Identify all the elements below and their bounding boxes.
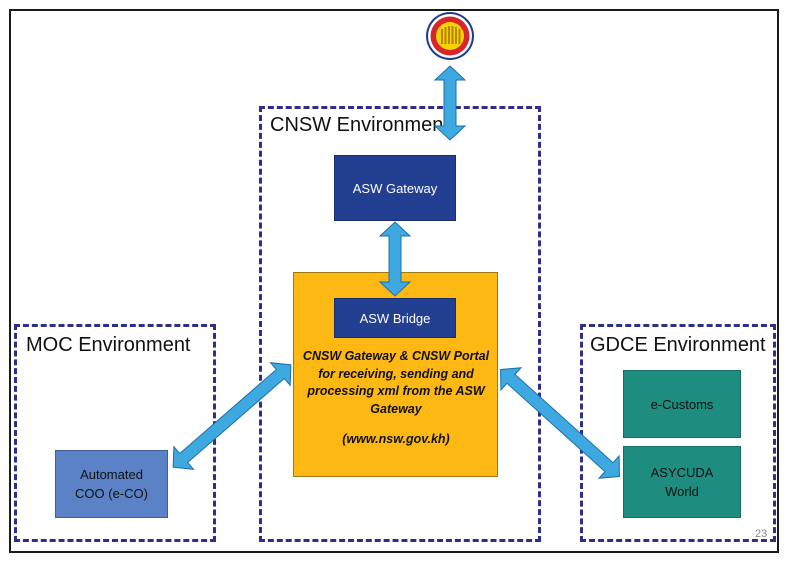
coo-portal-arrow xyxy=(172,362,292,470)
asw-gateway-box: ASW Gateway xyxy=(334,155,456,221)
e-customs-label: e-Customs xyxy=(650,396,714,412)
emblem-link-arrow xyxy=(433,65,467,141)
cnsw-environment xyxy=(259,106,541,542)
cnsw-environment-title: CNSW Environment xyxy=(268,114,451,137)
slide-frame xyxy=(9,9,779,553)
automated-coo-box: Automated COO (e-CO) xyxy=(55,450,168,518)
gdce-environment xyxy=(580,324,776,542)
asycuda-world-label: ASYCUDA World xyxy=(650,465,714,499)
asycuda-world-box: ASYCUDA World xyxy=(623,446,741,518)
asean-emblem-icon xyxy=(426,12,474,60)
portal-description: CNSW Gateway & CNSW Portal for receiving… xyxy=(302,349,490,416)
portal-asycuda-arrow xyxy=(500,367,620,479)
gdce-environment-title: GDCE Environment xyxy=(588,334,768,357)
page-number: 23 xyxy=(755,528,768,540)
moc-environment-title: MOC Environment xyxy=(24,334,193,357)
asw-gateway-label: ASW Gateway xyxy=(352,180,438,196)
automated-coo-label: Automated COO (e-CO) xyxy=(75,467,148,501)
e-customs-box: e-Customs xyxy=(623,370,741,438)
asw-bridge-box: ASW Bridge xyxy=(334,298,456,338)
gateway-bridge-arrow xyxy=(378,221,412,297)
portal-url: (www.nsw.gov.kh) xyxy=(342,432,450,446)
asw-bridge-label: ASW Bridge xyxy=(359,310,431,326)
